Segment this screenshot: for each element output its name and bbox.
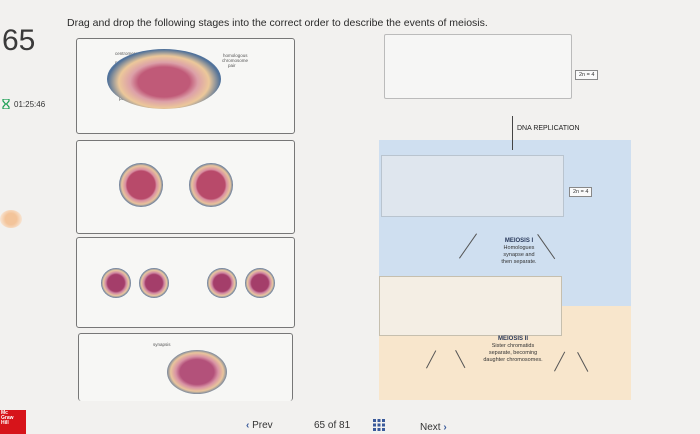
page-indicator: 65 of 81 [314,420,350,431]
meiosis-two-description: MEIOSIS II Sister chromatids separate, b… [468,336,558,364]
meiosis-one-title: MEIOSIS I [504,238,534,244]
meiosis-one-line: synapse and [503,252,535,258]
next-label: Next [420,422,441,433]
cell-illustration [207,268,237,298]
cell-illustration [167,350,227,394]
dna-replication-arrow [512,116,513,150]
meiosis-two-line: Sister chromatids [491,343,535,349]
cell-illustration [107,49,221,109]
question-number: 65 [2,24,36,57]
meiosis-two-line: separate, becoming [488,350,538,356]
page-of: of [327,420,337,431]
decorative-blob [0,210,22,228]
timer: 01:25:46 [2,99,45,109]
label-pair-right: pair [228,63,236,68]
cell-illustration [119,163,163,207]
chevron-left-icon: ‹ [246,420,250,431]
drag-card-four-cells[interactable] [76,237,295,328]
prev-label: Prev [252,420,273,431]
drop-target-2[interactable] [381,155,564,217]
label-centromere: centromere [115,51,138,56]
page-current: 65 [314,420,326,431]
meiosis-one-description: MEIOSIS I Homologues synapse and then se… [484,238,554,266]
meiosis-two-line: daughter chromosomes. [483,357,543,363]
ploidy-tag: 2n = 4 [575,70,599,80]
cell-illustration [139,268,169,298]
prev-button[interactable]: ‹ Prev [246,420,273,431]
meiosis-one-line: then separate. [501,259,537,265]
hourglass-icon [2,99,10,109]
label-homologous-right: homologous [223,53,248,58]
drop-target-3[interactable] [379,276,562,336]
logo-line: Graw [1,415,14,421]
drag-card-prophase-labeled[interactable]: centromere nucleolus centrioles homologo… [76,38,295,134]
cell-illustration [245,268,275,298]
mcgraw-hill-logo: Mc Graw Hill [0,410,26,434]
cell-illustration [189,163,233,207]
grid-icon[interactable] [373,419,385,431]
next-button[interactable]: Next › [420,422,447,433]
page-total: 81 [339,420,351,431]
label-synapsis: synapsis [153,342,171,347]
meiosis-one-line: Homologues [503,245,535,251]
label-chromosome-right: chromosome [222,58,249,63]
cell-illustration [101,268,131,298]
dna-replication-label: DNA REPLICATION [517,125,580,132]
logo-line: Mc [1,410,8,416]
chevron-right-icon: › [443,422,447,433]
ploidy-tag: 2n = 4 [569,187,593,197]
logo-line: Hill [1,420,9,426]
meiosis-two-title: MEIOSIS II [497,336,528,342]
instruction-text: Drag and drop the following stages into … [67,17,488,29]
drag-card-synapsis[interactable]: synapsis [78,333,293,401]
drag-card-two-cells[interactable] [76,140,295,234]
timer-value: 01:25:46 [14,99,46,109]
drop-target-1[interactable] [384,34,572,99]
question-navigation: ‹ Prev 65 of 81 Next › [230,416,650,434]
